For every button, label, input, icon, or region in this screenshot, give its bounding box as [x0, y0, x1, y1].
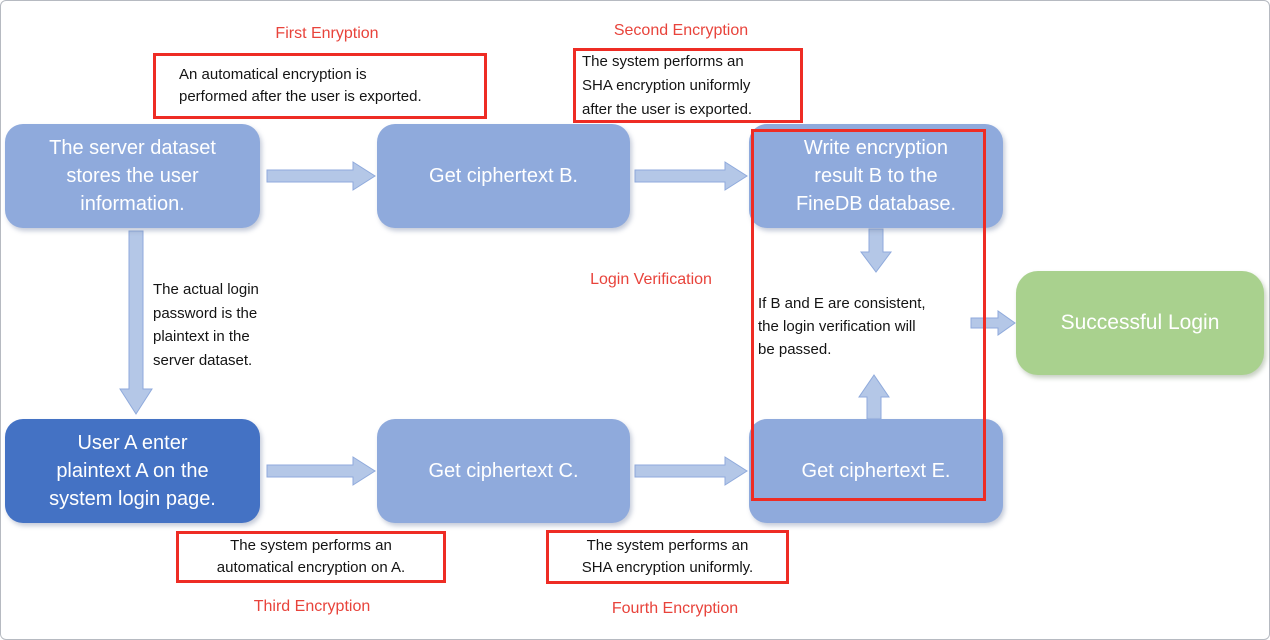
arrow-server-down-to-user-a: [119, 230, 153, 415]
write-finedb-text: Write encryption result B to the FineDB …: [795, 137, 957, 215]
ciphertext-c-node: Get ciphertext C.: [377, 419, 630, 523]
write-finedb-node: Write encryption result B to the FineDB …: [749, 124, 1003, 228]
fourth-encryption-annotation: The system performs an SHA encryption un…: [546, 530, 789, 584]
arrow-verification-to-success: [970, 310, 1016, 336]
successful-login-node: Successful Login: [1016, 271, 1264, 375]
login-verification-label: Login Verification: [590, 271, 712, 288]
third-encryption-annotation: The system performs an automatical encry…: [176, 531, 446, 583]
arrow-cipher-e-up-to-verification: [858, 374, 890, 420]
arrow-cipher-c-to-cipher-e: [634, 456, 748, 486]
ciphertext-b-node: Get ciphertext B.: [377, 124, 630, 228]
second-encryption-label: Second Encryption: [613, 22, 749, 39]
ciphertext-b-text: Get ciphertext B.: [429, 165, 578, 187]
server-dataset-node: The server dataset stores the user infor…: [5, 124, 260, 228]
third-encryption-label: Third Encryption: [253, 598, 371, 615]
successful-login-text: Successful Login: [1060, 311, 1220, 334]
arrow-user-a-to-cipher-c: [266, 456, 376, 486]
user-a-login-text: User A enter plaintext A on the system l…: [49, 432, 216, 510]
arrow-server-to-cipher-b: [266, 161, 376, 191]
arrow-write-b-down-to-verification: [860, 228, 892, 273]
arrow-cipher-b-to-write-b: [634, 161, 748, 191]
fourth-encryption-label: Fourth Encryption: [611, 600, 739, 617]
ciphertext-e-node: Get ciphertext E.: [749, 419, 1003, 523]
second-encryption-annotation: The system performs an SHA encryption un…: [573, 48, 803, 123]
user-a-login-node: User A enter plaintext A on the system l…: [5, 419, 260, 523]
consistency-check-note: If B and E are consistent, the login ver…: [758, 295, 926, 358]
actual-password-note: The actual login password is the plainte…: [153, 281, 259, 369]
ciphertext-e-text: Get ciphertext E.: [801, 460, 951, 482]
first-encryption-label: First Enryption: [275, 25, 379, 42]
server-dataset-text: The server dataset stores the user infor…: [49, 137, 216, 215]
ciphertext-c-text: Get ciphertext C.: [428, 460, 579, 482]
first-encryption-annotation: An automatical encryption is performed a…: [153, 53, 487, 119]
